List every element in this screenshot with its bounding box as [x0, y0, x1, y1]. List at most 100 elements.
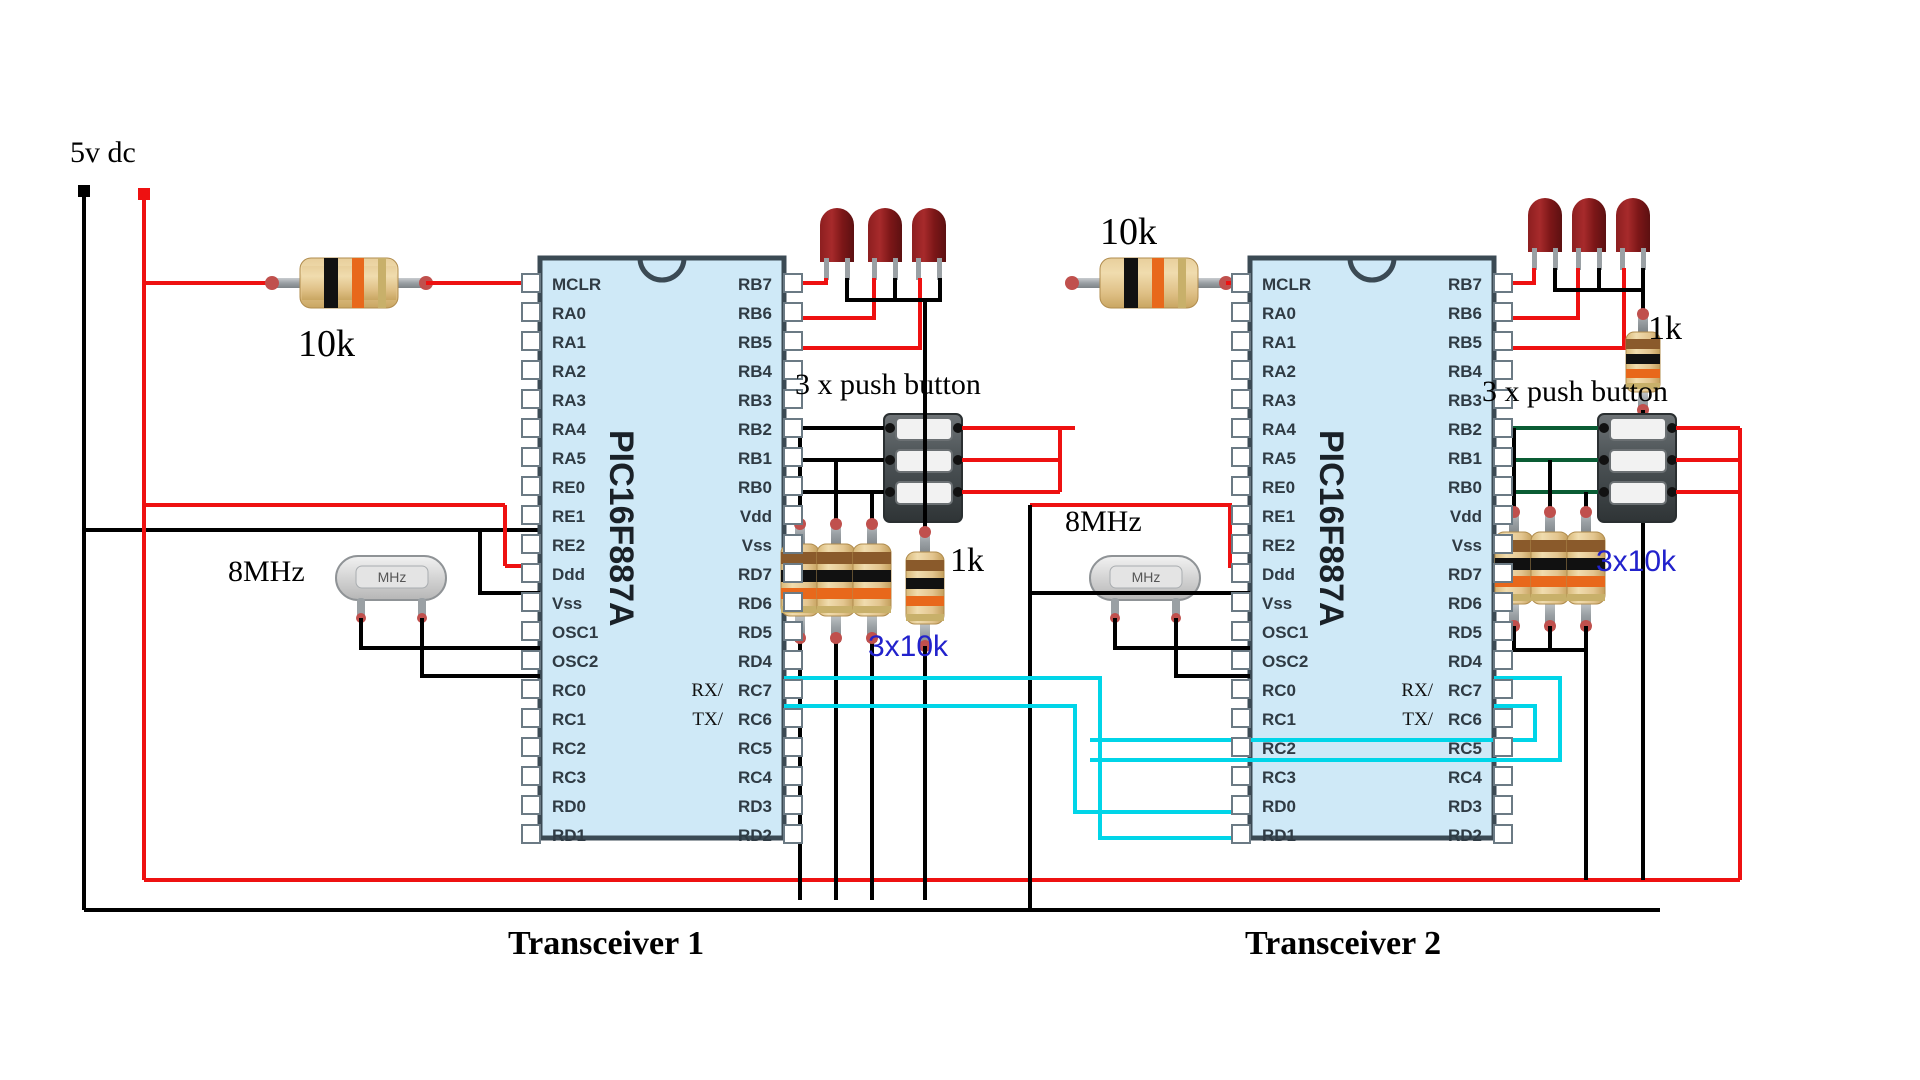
transceiver-2-title: Transceiver 2	[1245, 925, 1442, 962]
ic2-pin-label-RD4: RD4	[1448, 652, 1483, 671]
ic1-pin-stub-right-RB5	[783, 331, 803, 351]
ic1-pin-stub-right-RC5	[783, 737, 803, 757]
ic2-pin-label-RE1: RE1	[1262, 507, 1295, 526]
ic1-pin-label-RB6: RB6	[738, 304, 772, 323]
ic1-pin-stub-right-RB2	[783, 418, 803, 438]
resistor-3x10k-label-t2: 3x10k	[1596, 545, 1677, 578]
ic2-pin-label-RB5: RB5	[1448, 333, 1482, 352]
ic2-pin-stub-left-OSC2	[1231, 650, 1251, 670]
ic1-pin-stub-right-RD4	[783, 650, 803, 670]
ic2-pin-label-Vdd: Vdd	[1450, 507, 1482, 526]
ic1-pin-stub-left-Ddd	[521, 563, 541, 583]
resistor-1k-t2	[1625, 308, 1661, 416]
ic2-pin-stub-left-RD1	[1231, 824, 1251, 844]
ic2-pin-stub-right-RC4	[1493, 766, 1513, 786]
ic2-pin-label-RD7: RD7	[1448, 565, 1482, 584]
ic2-pin-label-RD5: RD5	[1448, 623, 1482, 642]
ic2-pin-label-RC7: RC7	[1448, 681, 1482, 700]
ic2-pin-label-RA1: RA1	[1262, 333, 1296, 352]
ic2-pin-label-RC3: RC3	[1262, 768, 1296, 787]
ic2-pin-label-RD1: RD1	[1262, 826, 1296, 845]
crystal-label-t2: 8MHz	[1065, 505, 1142, 538]
crystal-8mhz-t2: MHz	[1089, 555, 1201, 623]
power-rail-5v	[138, 188, 1740, 882]
ic2-pin-label-RA2: RA2	[1262, 362, 1296, 381]
ic1-pin-stub-right-Vdd	[783, 505, 803, 525]
ic2-pin-stub-left-RE1	[1231, 505, 1251, 525]
crystal-8mhz-t1: MHz	[335, 555, 447, 623]
ic1-pin-stub-right-RD5	[783, 621, 803, 641]
ic2-pin-label-MCLR: MCLR	[1262, 275, 1311, 294]
ic2-pin-stub-right-RB1	[1493, 447, 1513, 467]
ic1-pin-label-OSC1: OSC1	[552, 623, 598, 642]
ic2-pin-label-RD3: RD3	[1448, 797, 1482, 816]
ic2-pin-stub-right-RD7	[1493, 563, 1513, 583]
ic2-pin-label-RA5: RA5	[1262, 449, 1296, 468]
ic2-pin-label-Ddd: Ddd	[1262, 565, 1295, 584]
resistor-10k-t2	[1065, 257, 1233, 309]
ic2-pin-stub-right-RD4	[1493, 650, 1513, 670]
ic2-pin-stub-left-RD0	[1231, 795, 1251, 815]
ic1-pin-label-RC7: RC7	[738, 681, 772, 700]
ic2-pin-stub-right-RB3	[1493, 389, 1513, 409]
ic2-pin-stub-left-RA0	[1231, 302, 1251, 322]
ic1-pin-stub-left-RD1	[521, 824, 541, 844]
ic2-pin-stub-right-RD5	[1493, 621, 1513, 641]
ic2-pin-label-RC4: RC4	[1448, 768, 1483, 787]
ic1-pin-label-RB7: RB7	[738, 275, 772, 294]
resistor-1k-label-t2: 1k	[1648, 310, 1682, 347]
ic1-pin-stub-right-RB6	[783, 302, 803, 322]
ic1-pin-stub-right-RB3	[783, 389, 803, 409]
ic1-pin-label-Vss: Vss	[552, 594, 582, 613]
ic2-pin-label-RA0: RA0	[1262, 304, 1296, 323]
push-button-label-t1: 3 x push button	[795, 368, 981, 401]
ic1-pin-stub-left-OSC1	[521, 621, 541, 641]
ic1-pin-stub-left-RD0	[521, 795, 541, 815]
ic2-pin-stub-right-RD6	[1493, 592, 1513, 612]
ic1-pin-stub-right-RB7	[783, 273, 803, 293]
ic2-chip-label: PIC16F887A	[1312, 430, 1350, 627]
ic1-pin-label-RE2: RE2	[552, 536, 585, 555]
leds-t2	[1528, 198, 1650, 270]
ic2-pin-label-RB7: RB7	[1448, 275, 1482, 294]
push-buttons-t2[interactable]	[1597, 413, 1677, 523]
ic1-pin-label-RA2: RA2	[552, 362, 586, 381]
ic2-pin-stub-left-RA4	[1231, 418, 1251, 438]
ic2-pin-stub-left-RE2	[1231, 534, 1251, 554]
ic1-pin-prefix-RC6: TX/	[692, 709, 723, 730]
ground-rail	[78, 185, 1660, 912]
ic1-pin-label-RB2: RB2	[738, 420, 772, 439]
ic1-pin-label-OSC2: OSC2	[552, 652, 598, 671]
resistor-10k-t1	[265, 257, 433, 309]
resistor-1k-label-t1: 1k	[950, 542, 984, 579]
ic1-pin-label-RA1: RA1	[552, 333, 586, 352]
resistor-10k-label-t1: 10k	[298, 323, 355, 365]
ic1-pin-stub-left-RA1	[521, 331, 541, 351]
ic1-pin-label-RB0: RB0	[738, 478, 772, 497]
ic2-pin-label-RC0: RC0	[1262, 681, 1296, 700]
ic2-pin-stub-right-RC5	[1493, 737, 1513, 757]
ic1-pin-stub-left-MCLR	[521, 273, 541, 293]
wires-buttons-power-t1	[962, 426, 1075, 494]
ic1-pin-stub-right-RD2	[783, 824, 803, 844]
ic2-pin-label-RB6: RB6	[1448, 304, 1482, 323]
ic1-pin-label-RC2: RC2	[552, 739, 586, 758]
ic1-pin-label-Ddd: Ddd	[552, 565, 585, 584]
ic2-pin-label-RA4: RA4	[1262, 420, 1297, 439]
ic2-pin-label-RD6: RD6	[1448, 594, 1482, 613]
ic1-pin-stub-left-RA5	[521, 447, 541, 467]
ic2-pin-prefix-RC6: TX/	[1402, 709, 1433, 730]
ic2-pin-label-Vss: Vss	[1452, 536, 1482, 555]
ic-transceiver-1	[537, 255, 787, 841]
resistor-bank-3x10k-t2	[1494, 506, 1606, 880]
ic2-pin-stub-left-RC0	[1231, 679, 1251, 699]
resistor-10k-label-t2: 10k	[1100, 211, 1157, 253]
ic2-pin-stub-right-RB7	[1493, 273, 1513, 293]
ic1-pin-stub-left-RC0	[521, 679, 541, 699]
ic2-pin-stub-right-RB2	[1493, 418, 1513, 438]
ic1-pin-stub-right-RB0	[783, 476, 803, 496]
ic2-pin-label-OSC1: OSC1	[1262, 623, 1308, 642]
ic1-pin-stub-right-RD3	[783, 795, 803, 815]
ic1-pin-label-RD0: RD0	[552, 797, 586, 816]
ic1-pin-stub-left-RE2	[521, 534, 541, 554]
